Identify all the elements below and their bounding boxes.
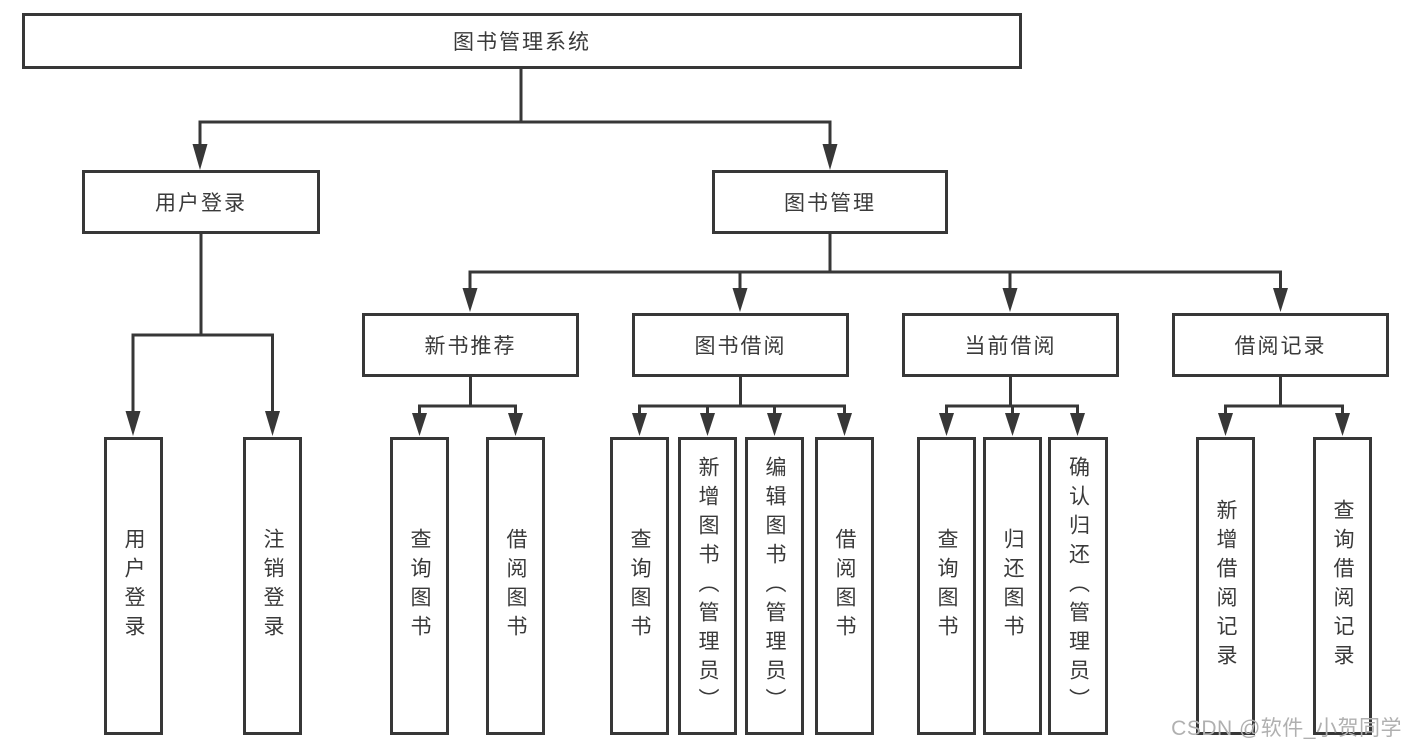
leaf-borrow-add-admin-label: 新增图书（管理员）: [696, 455, 719, 717]
connector-user-login: [131, 233, 274, 414]
leaf-borrow-query: 查询图书: [610, 437, 669, 735]
leaf-current-return-label: 归还图书: [1001, 528, 1024, 644]
node-current-borrow-label: 当前借阅: [964, 335, 1057, 358]
connector-current-borrow-arrowheads: [939, 413, 1085, 436]
connector-user-login-arrowheads: [125, 411, 280, 436]
node-book-borrow: 图书借阅: [632, 313, 849, 377]
leaf-records-add: 新增借阅记录: [1196, 437, 1255, 735]
node-borrow-records-label: 借阅记录: [1234, 335, 1327, 358]
leaf-newbooks-borrow: 借阅图书: [486, 437, 545, 735]
leaf-records-query-label: 查询借阅记录: [1331, 499, 1354, 673]
csdn-watermark: CSDN @软件_小贺同学: [1171, 717, 1402, 740]
node-user-login-label: 用户登录: [155, 192, 247, 215]
connector-new-books: [418, 376, 517, 416]
leaf-current-query-label: 查询图书: [935, 528, 958, 644]
leaf-newbooks-query-label: 查询图书: [408, 528, 431, 644]
leaf-user-login-label: 用户登录: [122, 528, 145, 644]
node-new-books-label: 新书推荐: [424, 335, 517, 358]
node-book-mgmt-label: 图书管理: [784, 192, 876, 215]
leaf-borrow-query-label: 查询图书: [628, 528, 651, 644]
connector-current-borrow: [945, 376, 1079, 416]
leaf-borrow-borrow: 借阅图书: [815, 437, 874, 735]
node-borrow-records: 借阅记录: [1172, 313, 1389, 377]
leaf-newbooks-query: 查询图书: [390, 437, 449, 735]
leaf-current-return: 归还图书: [983, 437, 1042, 735]
leaf-current-confirm-admin: 确认归还（管理员）: [1048, 437, 1108, 735]
node-book-mgmt: 图书管理: [712, 170, 948, 234]
leaf-borrow-borrow-label: 借阅图书: [833, 528, 856, 644]
connector-book-mgmt: [468, 233, 1282, 290]
connector-borrow-records-arrowheads: [1218, 413, 1350, 436]
leaf-records-add-label: 新增借阅记录: [1214, 499, 1237, 673]
connector-borrow-records: [1224, 376, 1344, 416]
node-root: 图书管理系统: [22, 13, 1022, 69]
leaf-borrow-edit-admin-label: 编辑图书（管理员）: [763, 455, 786, 717]
leaf-current-query: 查询图书: [917, 437, 976, 735]
leaf-user-login: 用户登录: [104, 437, 163, 735]
connector-new-books-arrowheads: [412, 413, 523, 436]
leaf-logout-label: 注销登录: [261, 528, 284, 644]
connector-root-arrowheads: [192, 144, 838, 170]
connector-book-borrow-arrowheads: [632, 413, 852, 436]
leaf-records-query: 查询借阅记录: [1313, 437, 1372, 735]
leaf-current-confirm-admin-label: 确认归还（管理员）: [1066, 455, 1090, 717]
node-current-borrow: 当前借阅: [902, 313, 1119, 377]
node-book-borrow-label: 图书借阅: [694, 335, 787, 358]
node-user-login: 用户登录: [82, 170, 320, 234]
leaf-newbooks-borrow-label: 借阅图书: [504, 528, 527, 644]
node-new-books: 新书推荐: [362, 313, 579, 377]
connector-book-mgmt-arrowheads: [462, 288, 1288, 312]
leaf-borrow-add-admin: 新增图书（管理员）: [678, 437, 737, 735]
leaf-borrow-edit-admin: 编辑图书（管理员）: [745, 437, 804, 735]
node-root-label: 图书管理系统: [453, 31, 591, 54]
leaf-logout: 注销登录: [243, 437, 302, 735]
connector-book-borrow: [638, 376, 846, 416]
connector-root: [198, 68, 832, 147]
